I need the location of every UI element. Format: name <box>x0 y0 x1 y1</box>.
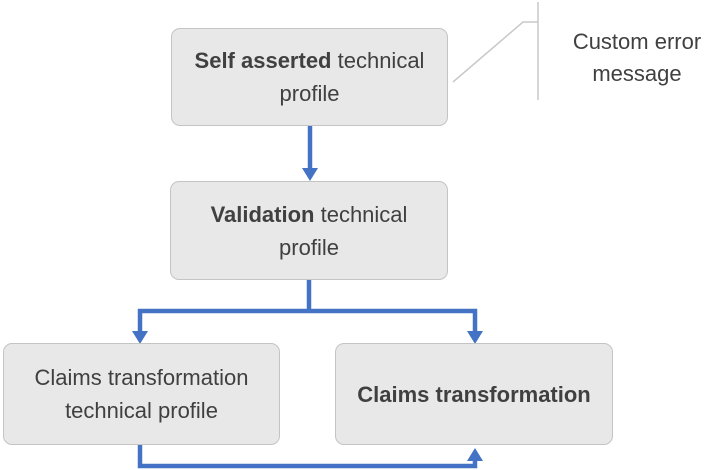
flow-node-claims-transformation-technical-profile: Claims transformation technical profile <box>3 343 280 445</box>
node-label-bold: Validation <box>210 201 315 227</box>
arrowhead-down-validation <box>302 168 318 181</box>
callout-custom-error-message: Custom error message <box>572 29 702 86</box>
arrowhead-up-claims <box>467 448 483 461</box>
node-label-regular: Claims transformation technical profile <box>34 365 249 423</box>
callout-leader-line <box>452 21 538 83</box>
node-label-bold: Claims transformation <box>357 381 591 407</box>
flow-node-self-asserted: Self asserted technical profile <box>171 28 448 126</box>
connector-bottom-loop <box>137 445 478 469</box>
node-label: Claims transformation technical profile <box>12 361 271 427</box>
node-label-regular: technical profile <box>279 201 408 260</box>
connector-split-rail <box>137 308 478 332</box>
node-label-regular: technical profile <box>279 48 425 106</box>
node-label: Self asserted technical profile <box>180 44 439 110</box>
flow-node-claims-transformation: Claims transformation <box>335 343 613 445</box>
node-label: Claims transformation <box>357 378 591 411</box>
node-label-bold: Self asserted <box>194 48 332 73</box>
node-label: Validation technical profile <box>179 198 439 264</box>
flow-node-validation: Validation technical profile <box>170 181 448 280</box>
